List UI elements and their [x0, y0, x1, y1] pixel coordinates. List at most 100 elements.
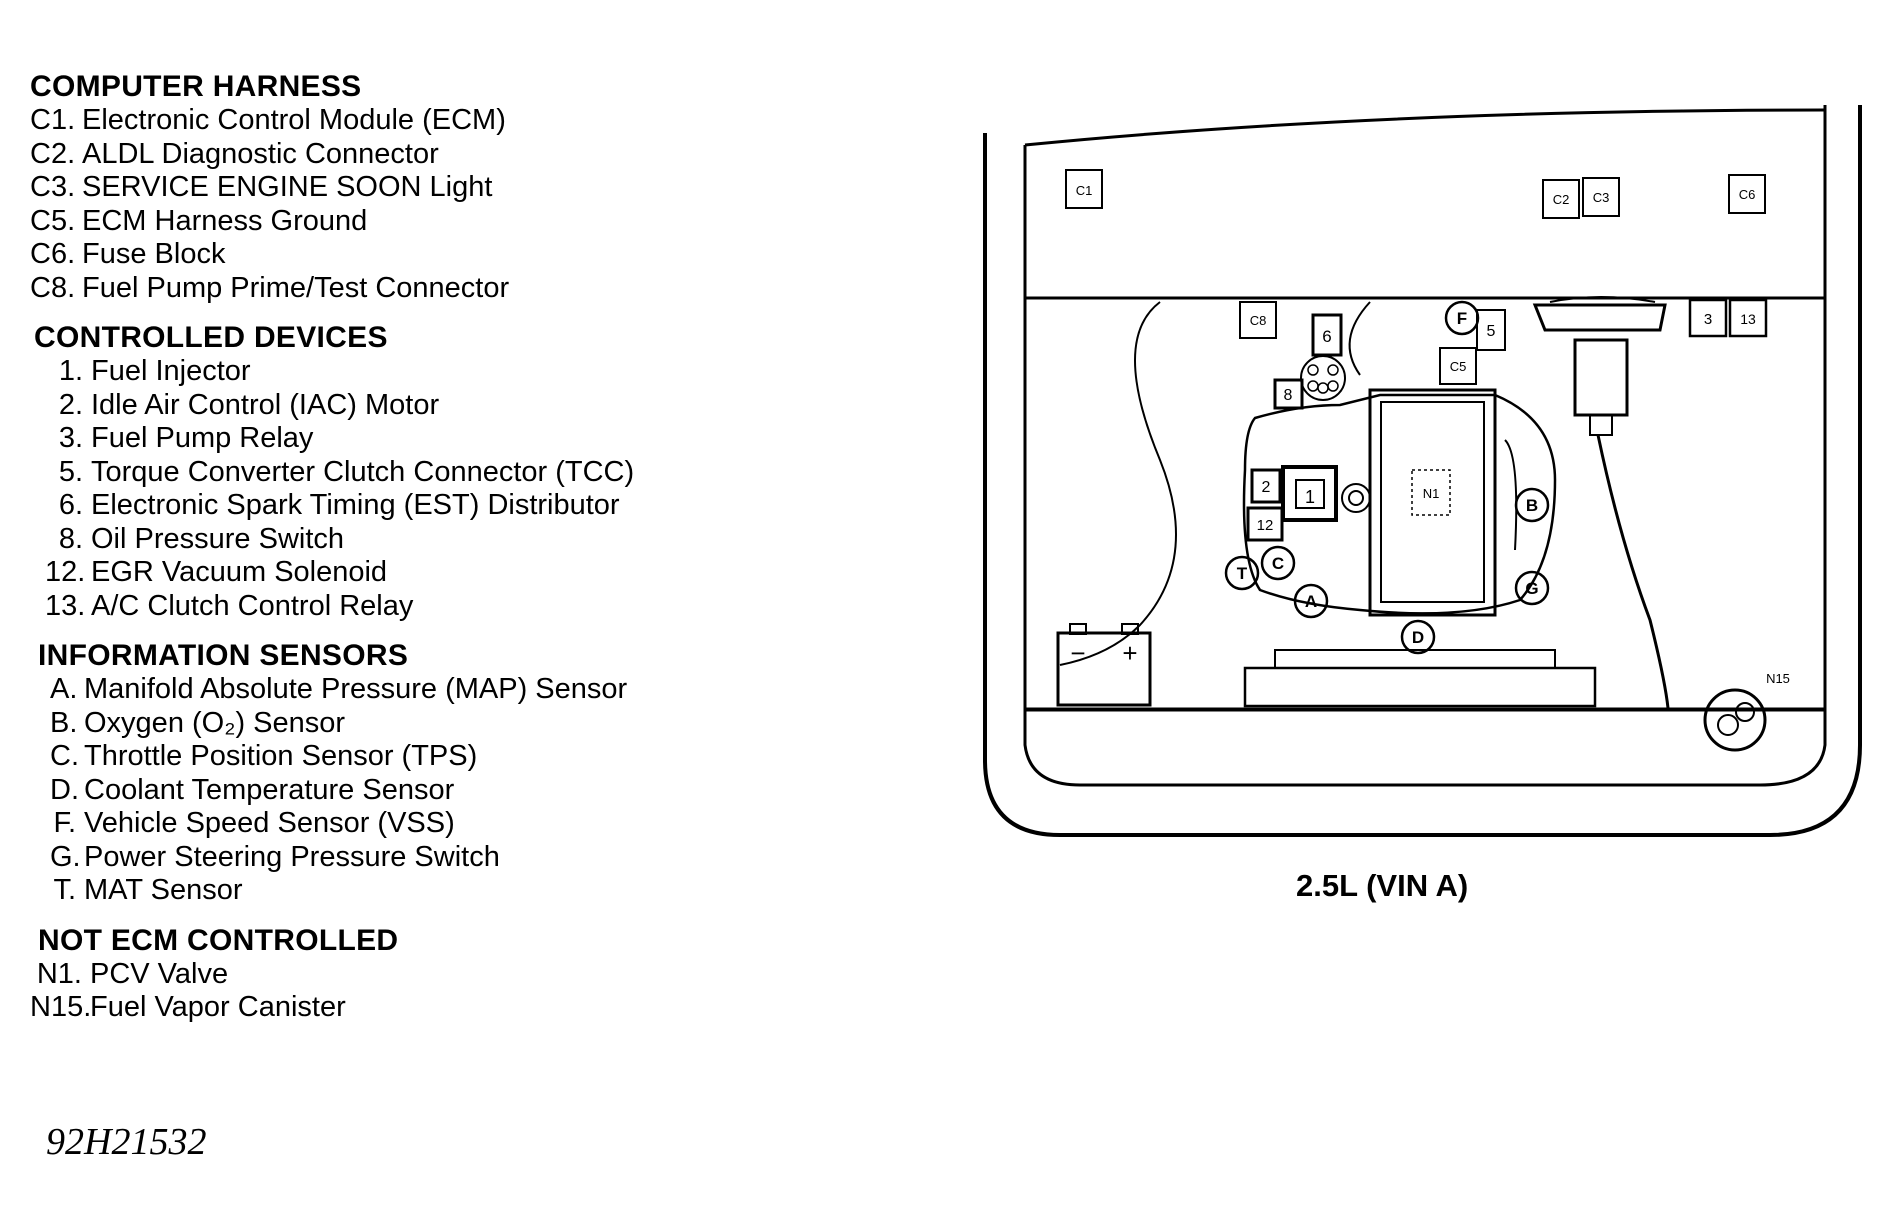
compartment-outline — [983, 105, 1862, 837]
svg-text:13: 13 — [1740, 311, 1756, 327]
c3-box: C3 — [1582, 177, 1620, 217]
legend-label: Oxygen (O₂) Sensor — [84, 706, 346, 739]
legend-label: Fuel Pump Relay — [91, 422, 314, 454]
svg-text:C8: C8 — [1250, 313, 1267, 328]
legend-item: N1.PCV Valve — [30, 958, 790, 992]
device-3-box: 3 — [1688, 298, 1728, 338]
legend-label: EGR Vacuum Solenoid — [91, 556, 388, 588]
section-heading: INFORMATION SENSORS — [38, 639, 409, 672]
legend-label: Torque Converter Clutch Connector (TCC) — [91, 455, 635, 488]
legend-key: D. — [50, 773, 79, 806]
svg-text:2: 2 — [1262, 479, 1271, 496]
legend-item: C5.ECM Harness Ground — [30, 205, 790, 239]
svg-text:C5: C5 — [1450, 359, 1467, 374]
sensor-a-marker: A — [1293, 583, 1329, 619]
legend-label: Manifold Absolute Pressure (MAP) Sensor — [84, 673, 628, 705]
brake-booster — [1573, 338, 1629, 417]
distributor-terminal — [1307, 364, 1319, 376]
legend-key: 2. — [58, 388, 83, 421]
svg-text:B: B — [1526, 496, 1538, 515]
legend-item: 12.EGR Vacuum Solenoid — [30, 556, 790, 590]
svg-text:A: A — [1305, 592, 1317, 611]
legend-key: C. — [50, 740, 79, 772]
legend-label: Power Steering Pressure Switch — [84, 840, 500, 873]
sensor-f-marker: F — [1444, 300, 1480, 336]
legend-label: Electronic Control Module (ECM) — [82, 104, 506, 136]
svg-text:D: D — [1412, 628, 1424, 647]
d1-label: 1 — [1305, 487, 1315, 507]
legend-item: B.Oxygen (O₂) Sensor — [30, 707, 790, 741]
battery — [1056, 631, 1152, 707]
controlled-devices-section: CONTROLLED DEVICES 1.Fuel Injector 2.Idl… — [30, 321, 790, 623]
master-cylinder — [1532, 303, 1667, 332]
sensor-d-marker: D — [1400, 619, 1436, 655]
battery-minus: − — [1070, 638, 1085, 668]
legend-key: C6. — [30, 238, 76, 270]
battery-plus: + — [1122, 638, 1137, 668]
legend-key: C1. — [30, 104, 76, 136]
legend-item: C.Throttle Position Sensor (TPS) — [30, 740, 790, 774]
legend-item: 8.Oil Pressure Switch — [30, 523, 790, 557]
svg-text:C: C — [1272, 554, 1284, 573]
legend-label: ECM Harness Ground — [82, 204, 368, 237]
legend-key: A. — [50, 673, 78, 705]
legend-key: C5. — [30, 204, 76, 237]
svg-text:12: 12 — [1257, 517, 1274, 534]
sensor-t-marker: T — [1224, 555, 1260, 591]
svg-text:C2: C2 — [1553, 192, 1570, 207]
distributor-terminal — [1327, 380, 1339, 392]
legend-key: 1. — [58, 355, 83, 387]
inner-compartment-outline — [1023, 105, 1827, 787]
left-fender-contour — [1059, 301, 1177, 666]
not-ecm-controlled-section: NOT ECM CONTROLLED N1.PCV Valve N15.Fuel… — [30, 924, 790, 1025]
c6-box: C6 — [1728, 174, 1766, 214]
legend-key: 6. — [58, 489, 83, 521]
figure-reference-number: 92H21532 — [46, 1121, 207, 1163]
legend-key: 8. — [58, 522, 83, 555]
engine-block-right — [1504, 439, 1518, 551]
device-8-box: 8 — [1273, 378, 1304, 410]
component-legend: COMPUTER HARNESS C1.Electronic Control M… — [30, 70, 790, 1041]
sensor-b-marker: B — [1514, 487, 1550, 523]
svg-text:F: F — [1457, 309, 1467, 328]
legend-label: PCV Valve — [90, 957, 229, 990]
legend-key: 12. — [45, 556, 86, 588]
distributor-terminal — [1327, 364, 1339, 376]
strut-contour — [1348, 301, 1371, 376]
section-heading: COMPUTER HARNESS — [30, 70, 362, 103]
throttle-ring — [1341, 483, 1371, 513]
distributor-terminal — [1317, 382, 1329, 394]
legend-item: 6.Electronic Spark Timing (EST) Distribu… — [30, 489, 790, 523]
legend-item: C2.ALDL Diagnostic Connector — [30, 138, 790, 172]
legend-label: A/C Clutch Control Relay — [91, 589, 414, 622]
legend-item: 3.Fuel Pump Relay — [30, 422, 790, 456]
section-heading: CONTROLLED DEVICES — [34, 321, 388, 354]
legend-key: F. — [53, 807, 76, 839]
throttle-body-inner — [1295, 479, 1325, 509]
legend-key: G. — [50, 840, 81, 873]
device-2-box: 2 — [1250, 468, 1282, 504]
c8-box: C8 — [1239, 301, 1277, 339]
diagram-caption: 2.5L (VIN A) — [1296, 868, 1469, 903]
legend-item: C1.Electronic Control Module (ECM) — [30, 104, 790, 138]
legend-label: MAT Sensor — [84, 874, 243, 906]
legend-key: C3. — [30, 171, 76, 203]
legend-item: 13.A/C Clutch Control Relay — [30, 590, 790, 624]
svg-text:3: 3 — [1704, 311, 1712, 328]
legend-key: 13. — [45, 589, 86, 622]
air-cleaner-outer — [1368, 388, 1497, 617]
c2-box: C2 — [1542, 179, 1580, 219]
svg-text:C6: C6 — [1739, 187, 1756, 202]
legend-label: ALDL Diagnostic Connector — [82, 137, 439, 170]
legend-key: 3. — [58, 422, 83, 454]
legend-key: 5. — [58, 455, 83, 488]
pcv-valve-box — [1411, 469, 1451, 516]
svg-text:T: T — [1237, 564, 1248, 583]
throttle-ring-inner — [1348, 490, 1364, 506]
legend-key: C2. — [30, 137, 76, 170]
legend-key: N15. — [30, 991, 92, 1023]
legend-item: 2.Idle Air Control (IAC) Motor — [30, 389, 790, 423]
n1-label: N1 — [1423, 486, 1440, 501]
legend-item: 1.Fuel Injector — [30, 355, 790, 389]
c1-box: C1 — [1065, 169, 1103, 209]
